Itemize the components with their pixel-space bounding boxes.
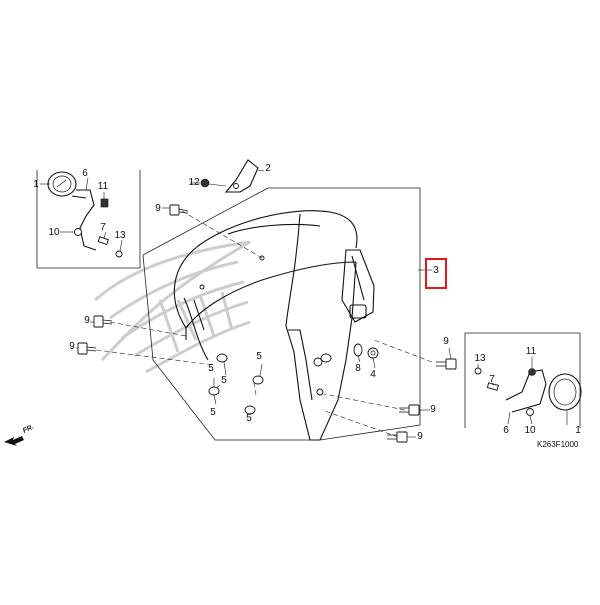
callout-c-left-13: 13 — [114, 230, 126, 241]
highlight-box-part-3 — [425, 258, 447, 289]
front-fender — [173, 210, 375, 441]
callout-c-left-9a: 9 — [84, 315, 90, 326]
callout-c-top-9: 9 — [155, 203, 161, 214]
callout-c-left-6: 6 — [82, 168, 88, 179]
brand-watermark — [94, 240, 251, 374]
callout-c-left-1: 1 — [33, 179, 39, 190]
callout-c-m-5a: 5 — [208, 363, 214, 374]
callout-c-top-2: 2 — [265, 163, 271, 174]
callout-c-m-9a: 9 — [443, 336, 449, 347]
main-frame — [142, 187, 421, 441]
inset-left — [36, 170, 141, 269]
callout-c-m-5d: 5 — [210, 407, 216, 418]
direction-arrow-icon: FR. — [4, 424, 35, 446]
callout-c-right-13: 13 — [474, 353, 486, 364]
callout-c-left-7: 7 — [100, 222, 106, 233]
callout-c-right-1: 1 — [575, 425, 581, 436]
upper-bracket — [190, 159, 265, 193]
callout-c-right-11: 11 — [526, 346, 537, 357]
callout-c-m-8: 8 — [355, 363, 361, 374]
hardware — [76, 204, 457, 443]
callout-c-m-5e: 5 — [246, 413, 252, 424]
callout-c-left-9b: 9 — [69, 341, 75, 352]
callout-c-m-5b: 5 — [221, 375, 227, 386]
diagram-code: K263F1000 — [537, 440, 579, 449]
callout-c-left-10: 10 — [48, 227, 60, 238]
callout-c-m-9c: 9 — [417, 431, 423, 442]
direction-label: FR. — [22, 424, 35, 435]
inset-right — [464, 332, 582, 428]
callout-c-m-5c: 5 — [256, 351, 262, 362]
callout-c-top-12: 12 — [188, 177, 200, 188]
callout-c-main-3: 3 — [433, 265, 439, 276]
callout-c-right-10: 10 — [524, 425, 536, 436]
callout-c-m-4: 4 — [370, 369, 376, 380]
callout-c-m-9b: 9 — [430, 404, 436, 415]
callout-c-left-11: 11 — [98, 181, 109, 192]
callout-c-right-7: 7 — [489, 374, 495, 385]
callout-c-right-6: 6 — [503, 425, 509, 436]
